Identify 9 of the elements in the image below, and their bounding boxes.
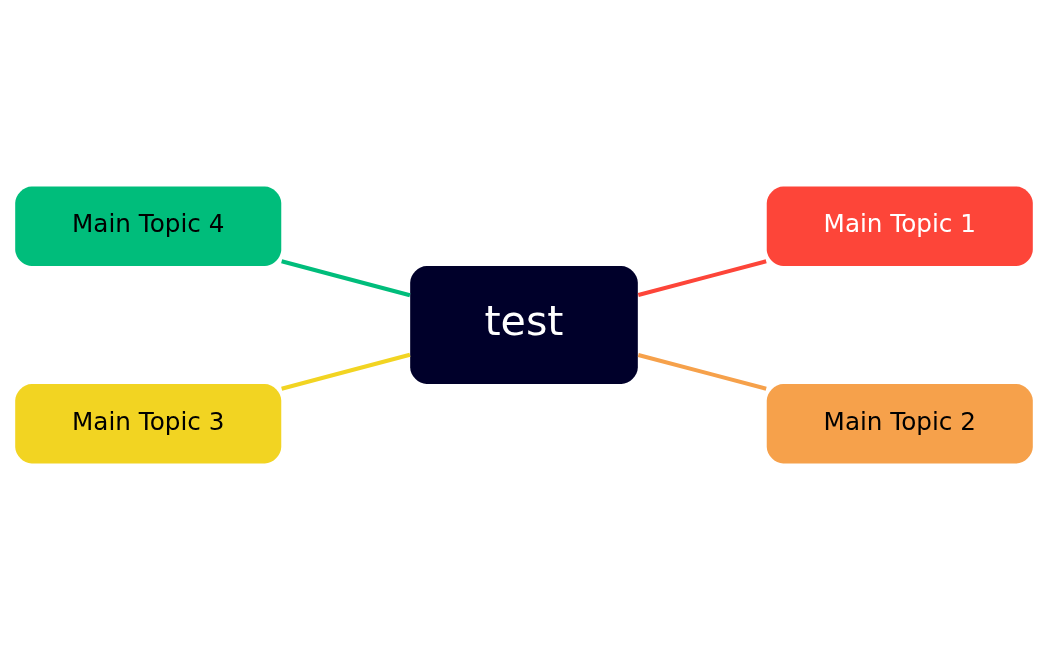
connector bbox=[637, 352, 767, 391]
connector bbox=[637, 259, 767, 298]
node-box: Main Topic 4 bbox=[15, 186, 282, 267]
node-box: Main Topic 1 bbox=[766, 186, 1033, 267]
connector bbox=[281, 259, 411, 298]
connector bbox=[281, 352, 411, 391]
node-box: Main Topic 2 bbox=[766, 383, 1033, 464]
node-box: Main Topic 3 bbox=[15, 383, 282, 464]
node-box: test bbox=[410, 266, 638, 384]
